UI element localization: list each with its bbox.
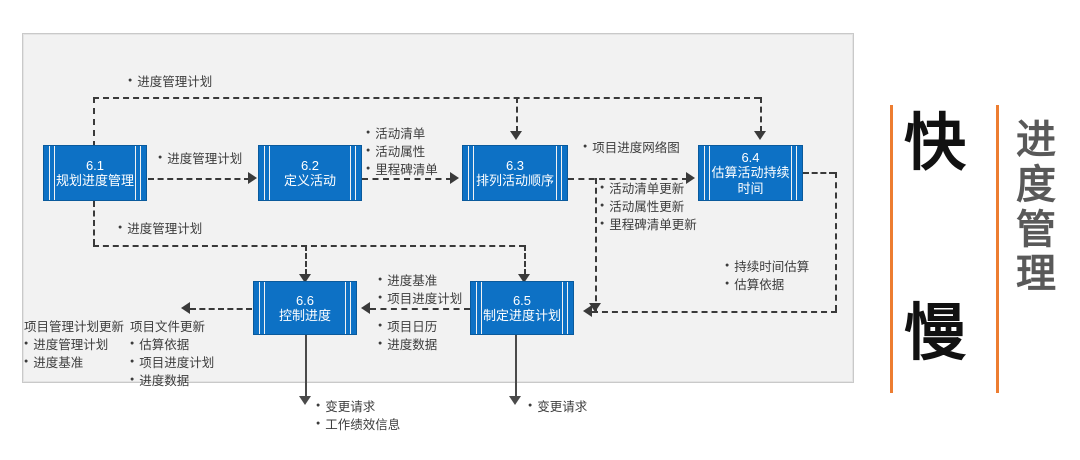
process-name-line2: 时间 <box>737 180 764 196</box>
arrow-down-into-66 <box>299 274 311 283</box>
conn-61-down <box>93 201 95 245</box>
arrow-down-65-bottom <box>509 396 521 405</box>
arrow-right-into-64 <box>686 172 695 184</box>
arrow-down-into-64 <box>754 131 766 140</box>
conn-63-to-64 <box>568 178 688 180</box>
label-66-bottom-output: 变更请求 工作绩效信息 <box>316 398 400 434</box>
conn-64-out-left <box>592 311 837 313</box>
process-box-66[interactable]: 6.6 控制进度 <box>253 281 357 335</box>
banner-char-slow: 慢 <box>904 296 967 369</box>
process-number: 6.5 <box>512 292 532 308</box>
conn-61-to-62 <box>148 178 250 180</box>
process-box-61[interactable]: 6.1 规划进度管理 <box>43 145 147 201</box>
process-panel <box>22 33 854 383</box>
conn-65-to-66 <box>370 308 470 310</box>
conn-64-out-down <box>835 172 837 311</box>
accent-line-left <box>890 105 893 393</box>
conn-top-branch-63 <box>516 97 518 132</box>
banner-char-fast: 快 <box>904 106 967 179</box>
conn-65-bottom <box>515 335 517 397</box>
process-box-63[interactable]: 6.3 排列活动顺序 <box>462 145 568 201</box>
label-61-to-62: 进度管理计划 <box>158 150 242 168</box>
process-name: 制定进度计划 <box>482 308 561 323</box>
label-61-down-feedback: 进度管理计划 <box>118 220 202 238</box>
arrow-left-into-65-path <box>583 305 592 317</box>
process-number: 6.4 <box>741 150 760 165</box>
banner-side-title-text: 进度管理 <box>1016 117 1056 298</box>
arrow-left-into-66 <box>361 302 370 314</box>
process-number: 6.2 <box>300 157 320 173</box>
process-number: 6.3 <box>505 157 525 173</box>
process-name: 定义活动 <box>283 173 336 188</box>
conn-lower-branch-65 <box>524 245 526 275</box>
conn-top-branch-64 <box>760 97 762 132</box>
arrow-right-into-63 <box>450 172 459 184</box>
label-project-docs-updates: 项目文件更新 估算依据 项目进度计划 进度数据 <box>130 318 214 391</box>
label-top-feedback: 进度管理计划 <box>128 73 212 91</box>
conn-66-bottom <box>305 335 307 397</box>
label-65-to-66-bottom: 项目日历 进度数据 <box>378 318 437 354</box>
process-box-65[interactable]: 6.5 制定进度计划 <box>470 281 574 335</box>
process-box-64[interactable]: 6.4 估算活动持续 时间 <box>698 145 803 201</box>
project-docs-header: 项目文件更新 <box>130 320 206 334</box>
label-63-to-64: 项目进度网络图 <box>583 139 680 157</box>
process-name: 控制进度 <box>278 308 331 323</box>
label-pm-plan-updates: 项目管理计划更新 进度管理计划 进度基准 <box>24 318 124 372</box>
arrow-down-into-63 <box>510 131 522 140</box>
label-62-to-63: 活动清单 活动属性 里程碑清单 <box>366 125 438 179</box>
process-number: 6.6 <box>295 292 315 308</box>
label-64-outputs: 持续时间估算 估算依据 <box>725 258 809 294</box>
process-name: 估算活动持续 <box>711 165 790 181</box>
arrow-down-into-65 <box>518 274 530 283</box>
conn-top-feedback-bus <box>93 97 760 99</box>
conn-66-out-left <box>190 308 252 310</box>
label-65-to-66-top: 进度基准 项目进度计划 <box>378 272 462 308</box>
label-65-bottom-output: 变更请求 <box>528 398 587 416</box>
conn-61-up <box>93 97 95 147</box>
process-number: 6.1 <box>85 157 105 173</box>
conn-lower-branch-66 <box>305 245 307 275</box>
arrow-left-66-out <box>181 302 190 314</box>
pm-plan-updates-header: 项目管理计划更新 <box>24 320 125 334</box>
conn-64-out-right <box>803 172 835 174</box>
process-name: 排列活动顺序 <box>475 173 554 188</box>
arrow-down-66-bottom <box>299 396 311 405</box>
accent-line-right <box>996 105 999 393</box>
arrow-down-63-updates <box>589 303 601 312</box>
arrow-right-into-62 <box>248 172 257 184</box>
conn-lower-feedback-bus <box>93 245 525 247</box>
banner-side-title: 进度管理 <box>1012 118 1060 297</box>
label-63-updates: 活动清单更新 活动属性更新 里程碑清单更新 <box>600 180 697 234</box>
process-name: 规划进度管理 <box>55 173 134 188</box>
conn-63-updates-down <box>595 178 597 311</box>
process-box-62[interactable]: 6.2 定义活动 <box>258 145 362 201</box>
